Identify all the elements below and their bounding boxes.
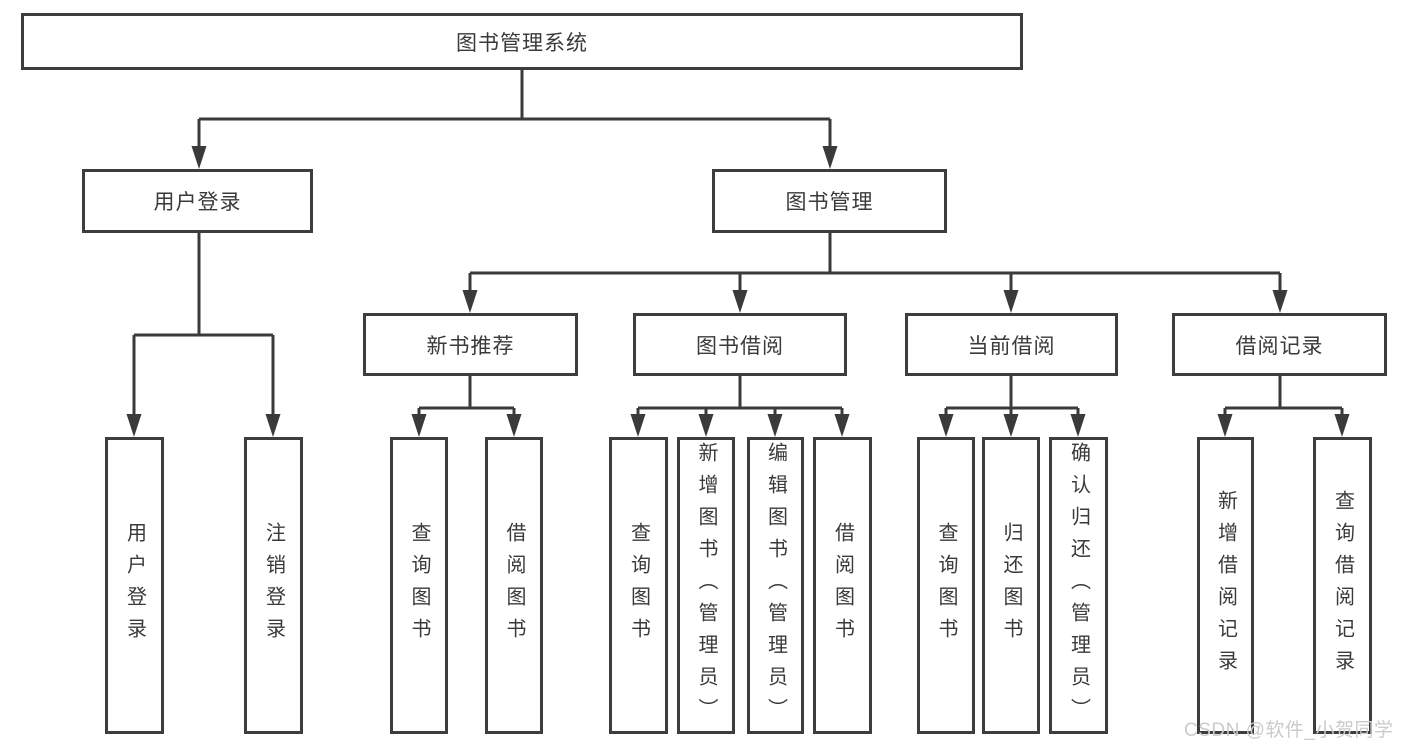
arrow-icon: [1003, 290, 1019, 313]
arrow-icon: [822, 146, 838, 169]
arrow-icon: [767, 414, 783, 437]
node-root-label: 图书管理系统: [456, 31, 588, 55]
arrow-icon: [1334, 414, 1350, 437]
arrow-icon: [630, 414, 646, 437]
arrow-icon: [732, 290, 748, 313]
arrow-icon: [506, 414, 522, 437]
leaf-logout-label: 注销登录: [262, 521, 285, 650]
leaf-current-return: 归还图书: [982, 437, 1040, 734]
node-current-borrowing-label: 当前借阅: [967, 334, 1056, 358]
node-new-book-recommend: 新书推荐: [363, 313, 578, 376]
leaf-logout: 注销登录: [244, 437, 303, 734]
node-user-login: 用户登录: [82, 169, 313, 233]
arrow-icon: [1272, 290, 1288, 313]
leaf-current-return-label: 归还图书: [1000, 521, 1022, 650]
leaf-records-add: 新增借阅记录: [1197, 437, 1254, 734]
node-book-management: 图书管理: [712, 169, 947, 233]
node-current-borrowing: 当前借阅: [905, 313, 1118, 376]
arrow-icon: [698, 414, 714, 437]
arrow-icon: [411, 414, 427, 437]
leaf-newbook-query-label: 查询图书: [408, 521, 430, 650]
arrow-icon: [834, 414, 850, 437]
leaf-current-query-label: 查询图书: [935, 521, 957, 650]
leaf-borrow-add-label: 新增图书（管理员）: [695, 441, 717, 730]
node-book-borrowing: 图书借阅: [633, 313, 847, 376]
arrow-icon: [938, 414, 954, 437]
leaf-current-confirm-label: 确认归还（管理员）: [1067, 441, 1090, 730]
leaf-borrow-edit-label: 编辑图书（管理员）: [764, 441, 787, 730]
node-new-book-recommend-label: 新书推荐: [426, 334, 515, 358]
leaf-borrow-edit: 编辑图书（管理员）: [747, 437, 804, 734]
leaf-records-query: 查询借阅记录: [1313, 437, 1372, 734]
leaf-borrow-query: 查询图书: [609, 437, 668, 734]
leaf-current-query: 查询图书: [917, 437, 975, 734]
node-book-borrowing-label: 图书借阅: [696, 334, 784, 358]
leaf-newbook-query: 查询图书: [390, 437, 448, 734]
node-borrow-records-label: 借阅记录: [1235, 334, 1324, 358]
leaf-newbook-borrow: 借阅图书: [485, 437, 543, 734]
leaf-borrow-borrow-label: 借阅图书: [831, 521, 854, 650]
arrow-icon: [126, 414, 142, 437]
arrow-icon: [1217, 414, 1233, 437]
arrowheads: [126, 146, 1350, 437]
leaf-user-login-label: 用户登录: [123, 521, 146, 650]
arrow-icon: [1003, 414, 1019, 437]
csdn-watermark: CSDN @软件_小贺同学: [1184, 720, 1394, 741]
leaf-records-query-label: 查询借阅记录: [1331, 489, 1354, 682]
leaf-newbook-borrow-label: 借阅图书: [503, 521, 525, 650]
arrow-icon: [191, 146, 207, 169]
leaf-current-confirm: 确认归还（管理员）: [1049, 437, 1108, 734]
node-user-login-label: 用户登录: [153, 191, 242, 214]
leaf-borrow-borrow: 借阅图书: [813, 437, 872, 734]
leaf-user-login: 用户登录: [105, 437, 164, 734]
node-root: 图书管理系统: [21, 13, 1023, 70]
node-book-management-label: 图书管理: [785, 191, 874, 214]
arrow-icon: [265, 414, 281, 437]
leaf-records-add-label: 新增借阅记录: [1214, 489, 1237, 682]
leaf-borrow-add: 新增图书（管理员）: [677, 437, 735, 734]
leaf-borrow-query-label: 查询图书: [627, 521, 650, 650]
arrow-icon: [462, 290, 478, 313]
node-borrow-records: 借阅记录: [1172, 313, 1387, 376]
arrow-icon: [1070, 414, 1086, 437]
